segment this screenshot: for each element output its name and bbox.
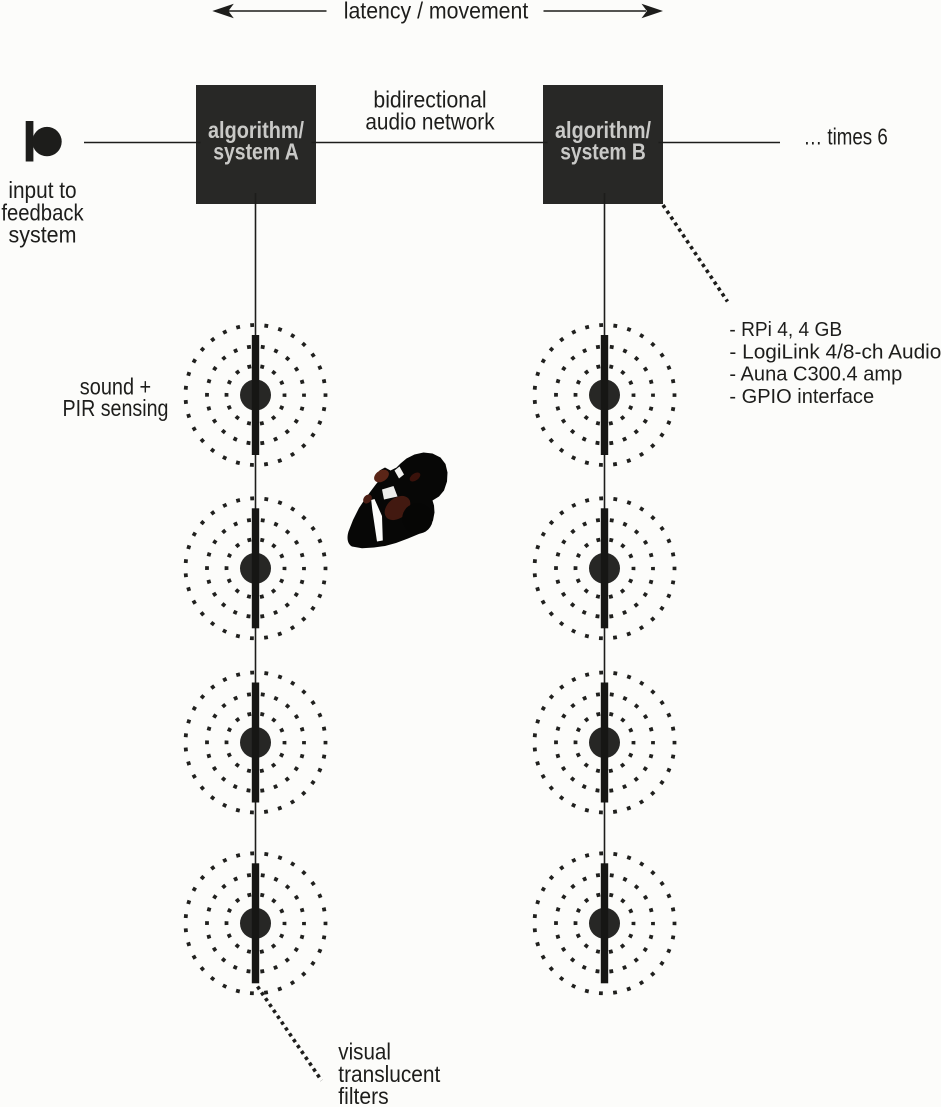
svg-text:algorithm/: algorithm/ xyxy=(555,117,652,143)
svg-text:visual: visual xyxy=(338,1039,391,1065)
svg-text:system B: system B xyxy=(560,139,646,165)
svg-text:… times 6: … times 6 xyxy=(804,123,888,149)
svg-text:bidirectional: bidirectional xyxy=(373,87,486,113)
svg-text:- Auna C300.4 amp: - Auna C300.4 amp xyxy=(729,363,902,386)
svg-text:PIR sensing: PIR sensing xyxy=(63,395,169,421)
svg-text:sound +: sound + xyxy=(80,374,151,400)
svg-text:translucent: translucent xyxy=(338,1061,441,1087)
svg-text:system A: system A xyxy=(213,139,299,165)
svg-text:- GPIO interface: - GPIO interface xyxy=(729,385,874,408)
svg-text:algorithm/: algorithm/ xyxy=(208,117,305,143)
svg-text:system: system xyxy=(9,222,77,248)
svg-text:- LogiLink 4/8-ch Audio: - LogiLink 4/8-ch Audio xyxy=(729,340,941,363)
svg-text:input to: input to xyxy=(8,177,76,203)
svg-text:audio network: audio network xyxy=(365,109,495,135)
svg-text:latency / movement: latency / movement xyxy=(344,0,529,24)
svg-text:feedback: feedback xyxy=(1,199,84,225)
svg-text:filters: filters xyxy=(338,1083,388,1107)
svg-text:- RPi 4, 4 GB: - RPi 4, 4 GB xyxy=(729,318,842,341)
